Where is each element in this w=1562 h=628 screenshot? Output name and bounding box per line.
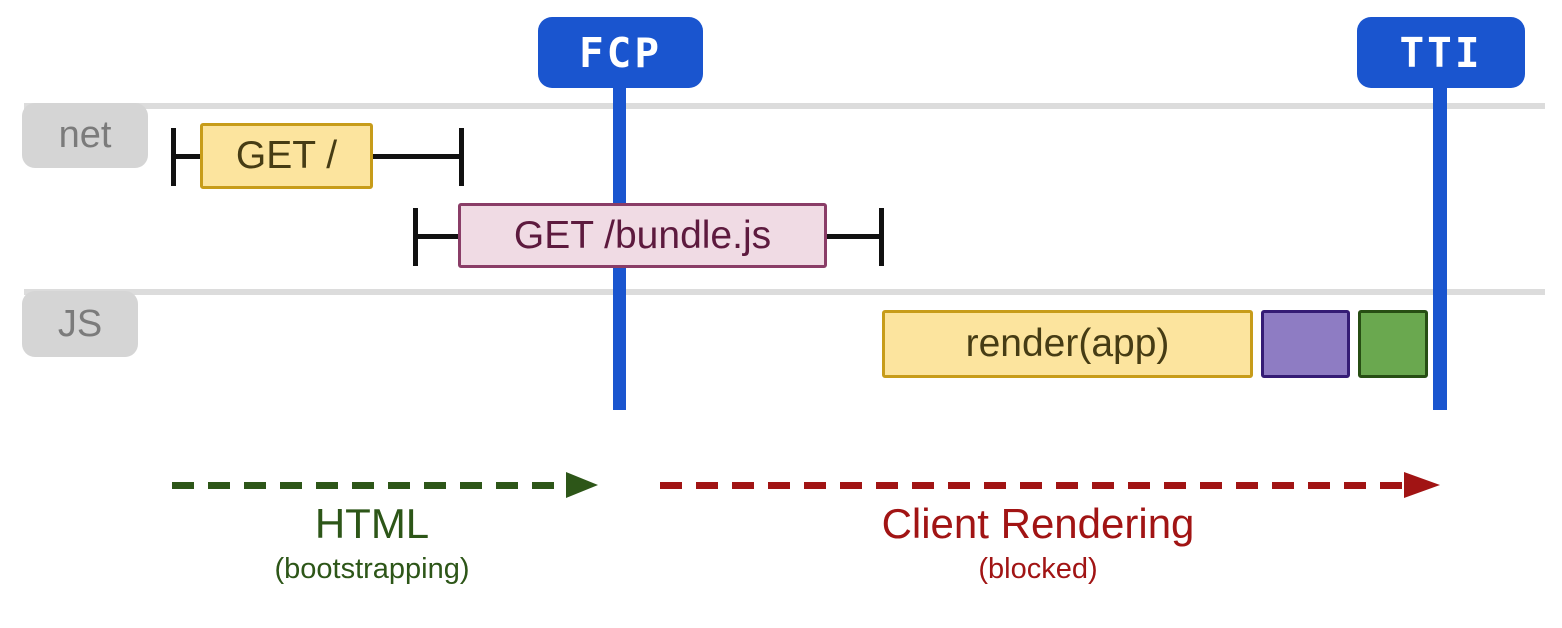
get-root-right-connector: [373, 154, 459, 159]
js-label-text: JS: [57, 302, 103, 345]
client-phase-label: Client Rendering (blocked): [738, 503, 1338, 584]
client-phase-dashed-arrow: [660, 482, 1402, 489]
get-root-start-tick: [171, 128, 176, 186]
get-bundle-left-connector: [418, 234, 458, 239]
render-app-label: render(app): [965, 322, 1170, 365]
tti-badge: TTI: [1357, 17, 1525, 88]
lane-label-net: net: [22, 103, 148, 168]
get-root-left-connector: [176, 154, 200, 159]
html-phase-arrowhead-icon: [566, 472, 598, 498]
html-phase-label: HTML (bootstrapping): [172, 503, 572, 584]
get-bundle-right-connector: [827, 234, 879, 239]
purple-task-block: [1261, 310, 1350, 378]
html-phase-title: HTML: [314, 500, 430, 547]
fcp-badge-text: FCP: [578, 28, 663, 77]
net-lane-line: [24, 103, 1545, 109]
get-bundle-label: GET /bundle.js: [513, 213, 772, 257]
get-bundle-end-tick: [879, 208, 884, 266]
client-phase-arrowhead-icon: [1404, 472, 1440, 498]
client-phase-subtitle: (blocked): [978, 553, 1098, 585]
tti-marker-line: [1433, 85, 1447, 410]
net-label-text: net: [58, 114, 112, 156]
render-app-task-box: render(app): [882, 310, 1253, 378]
get-bundle-task-box: GET /bundle.js: [458, 203, 827, 268]
client-phase-title: Client Rendering: [881, 500, 1195, 547]
html-phase-dashed-arrow: [172, 482, 566, 489]
lane-label-js: JS: [22, 291, 138, 357]
fcp-badge: FCP: [538, 17, 703, 88]
js-lane-line: [24, 289, 1545, 295]
tti-badge-text: TTI: [1399, 28, 1483, 77]
get-root-task-box: GET /: [200, 123, 373, 189]
get-root-label: GET /: [235, 134, 338, 177]
get-bundle-start-tick: [413, 208, 418, 266]
get-root-end-tick: [459, 128, 464, 186]
html-phase-subtitle: (bootstrapping): [274, 553, 470, 585]
green-task-block: [1358, 310, 1428, 378]
